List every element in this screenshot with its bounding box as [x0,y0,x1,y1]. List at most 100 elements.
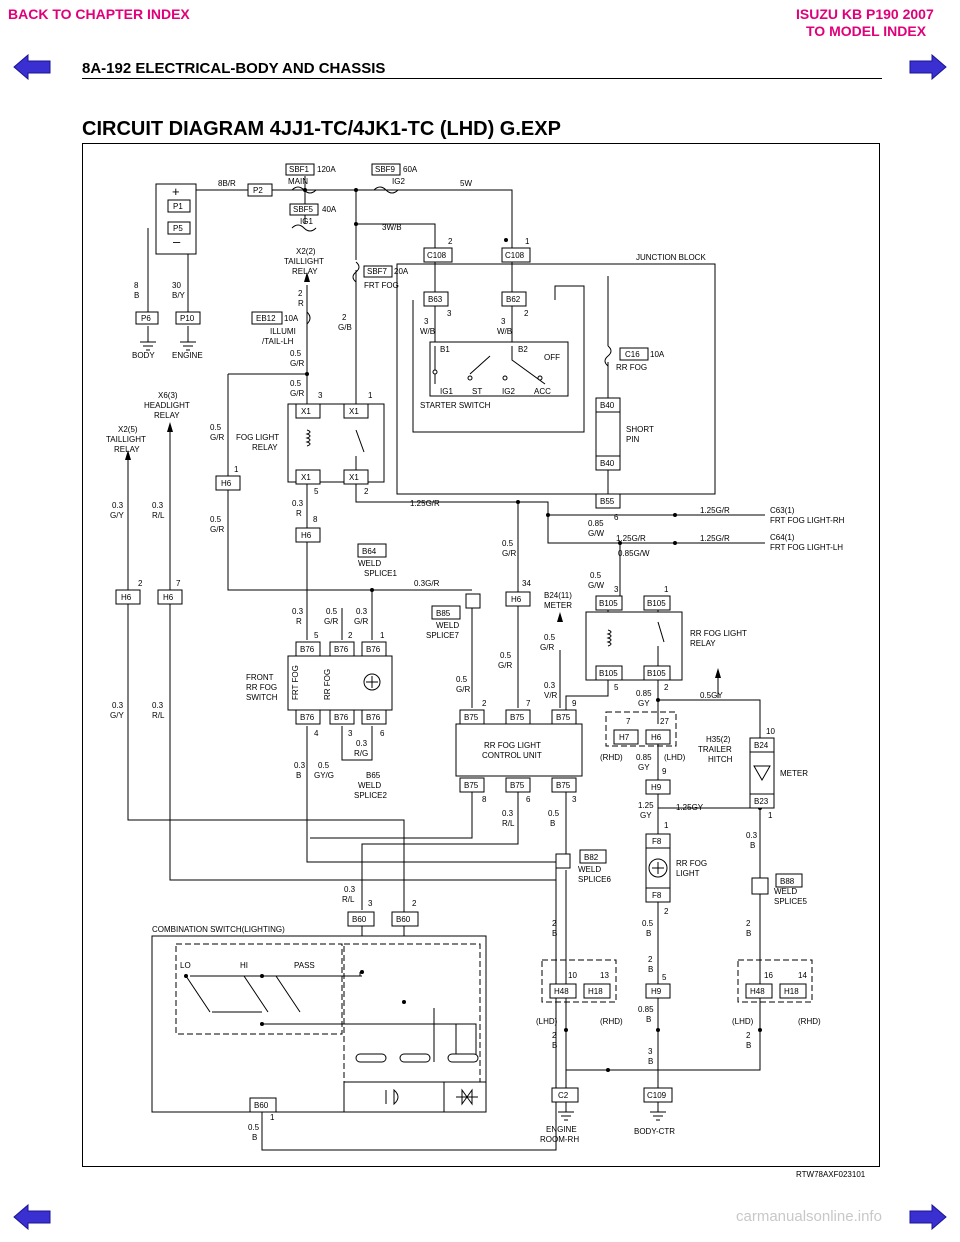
b24-11-label: B24(11) [544,591,572,600]
pin-2: 2 [364,487,369,496]
b60-label-a: B60 [352,915,367,924]
back-to-chapter-index-link[interactable]: BACK TO CHAPTER INDEX [8,6,190,22]
b105-label-b: B105 [647,599,666,608]
p2-connector [247,183,273,197]
wire-05-c: 0.5 [210,423,222,432]
main-label: MAIN [288,177,308,186]
lhd-label-b: (LHD) [536,1017,558,1026]
pass-label: PASS [294,961,315,970]
h48-connector-b [745,983,773,999]
splice2-label: SPLICE2 [354,791,387,800]
splice7-label: SPLICE7 [426,631,459,640]
wire-05-i: 0.5 [326,607,338,616]
h48-pin-16: 16 [764,971,773,980]
weld-label-6: WELD [578,865,601,874]
h48-connector-a [549,983,577,999]
b76-label-b: B76 [334,645,349,654]
frt-fog-vertical: FRT FOG [291,665,300,700]
wire-b-h: B [648,1057,653,1066]
b75-pin-9: 9 [572,699,577,708]
b76-pin-6: 6 [380,729,385,738]
h6-pin-2: 2 [138,579,143,588]
h35-label: H35(2) [706,735,731,744]
hi-label: HI [240,961,248,970]
b76-connector-a [295,641,321,657]
b1-label: B1 [440,345,450,354]
h18-label-a: H18 [588,987,603,996]
wire-rl-b: R/L [152,711,165,720]
b105-connector-c [595,665,623,681]
wire-05-j: 0.5 [318,761,330,770]
rhd-label-c: (RHD) [798,1017,821,1026]
c108-label-1: C108 [505,251,525,260]
b75-pin-2: 2 [482,699,487,708]
frt-fog-fuse-label: FRT FOG [364,281,399,290]
wire-03-h: 0.3 [294,761,306,770]
wire-r-b: R [296,509,302,518]
wire-03-f: 0.3 [292,607,304,616]
sbf1-fuse-box [285,163,315,176]
tail-lh-label: /TAIL-LH [262,337,294,346]
light-label: LIGHT [676,869,700,878]
arrow-left-icon[interactable] [12,54,52,80]
x6-3-label: X6(3) [158,391,178,400]
wire-03-c: 0.3 [152,501,164,510]
b65-label: B65 [366,771,381,780]
arrow-left-icon[interactable] [12,1204,52,1230]
wire-gy-a: G/Y [110,511,124,520]
wire-2-c: 2 [648,955,653,964]
wire-by: B/Y [172,291,186,300]
starter-switch-label: STARTER SWITCH [420,401,491,410]
f8-pin-1: 1 [664,821,669,830]
b60-connector-a [347,911,375,927]
h48-h18-group-a [541,959,617,1003]
meter-label: METER [780,769,808,778]
ig1-label: IG1 [300,217,313,226]
wire-03gr: 0.3G/R [414,579,440,588]
sbf9-fuse-box [371,163,401,176]
wire-125gr-d: 1.25G/R [700,534,730,543]
c63-label: C63(1) [770,506,795,515]
wire-gr-h: G/R [324,617,338,626]
wire-2b: 2 [342,313,347,322]
wire-3wb: 3W/B [382,223,402,232]
x1-pin-1 [343,403,369,419]
fuse-link [291,186,317,194]
body-ground-label: BODY [132,351,155,360]
sbf1-label: SBF1 [289,165,310,174]
relay-label-2: RELAY [114,445,140,454]
b60-connector-b [391,911,419,927]
b62-pin: 2 [524,309,529,318]
wire-085-b: 0.85 [636,689,652,698]
lhd-label-c: (LHD) [732,1017,754,1026]
b75-label-b: B75 [510,713,525,722]
wire-gb: G/B [338,323,352,332]
ground-icon [650,1102,666,1121]
b105-pin-3: 3 [614,585,619,594]
wire-wb-b: W/B [497,327,512,336]
p5-label: P5 [173,224,183,233]
x1-label-a: X1 [301,407,311,416]
rr-relay-label: RELAY [690,639,716,648]
relay-label: RELAY [292,267,318,276]
wire-gy-b: G/Y [110,711,124,720]
h18-pin-14: 14 [798,971,807,980]
b75-connector-f [551,777,577,793]
rr-fog-lamp-label: RR FOG [676,859,707,868]
c16-amp: 10A [650,350,665,359]
h18-connector-b [779,983,807,999]
b76-label-c: B76 [366,645,381,654]
arrow-right-icon[interactable] [908,54,948,80]
h18-pin-13: 13 [600,971,609,980]
brand-link[interactable]: ISUZU KB P190 2007 [796,6,934,22]
arrow-right-icon[interactable] [908,1204,948,1230]
b76-pin-1: 1 [380,631,385,640]
weld-label-5: WELD [774,887,797,896]
wire-03-l: 0.3 [746,831,758,840]
ground-icon [558,1102,574,1121]
body-ctr-label: BODY-CTR [634,1127,675,1136]
wire-05-d: 0.5 [210,515,222,524]
to-model-index-link[interactable]: TO MODEL INDEX [806,23,927,39]
lhd-label-a: (LHD) [664,753,686,762]
wire-125: 1.25 [638,801,654,810]
